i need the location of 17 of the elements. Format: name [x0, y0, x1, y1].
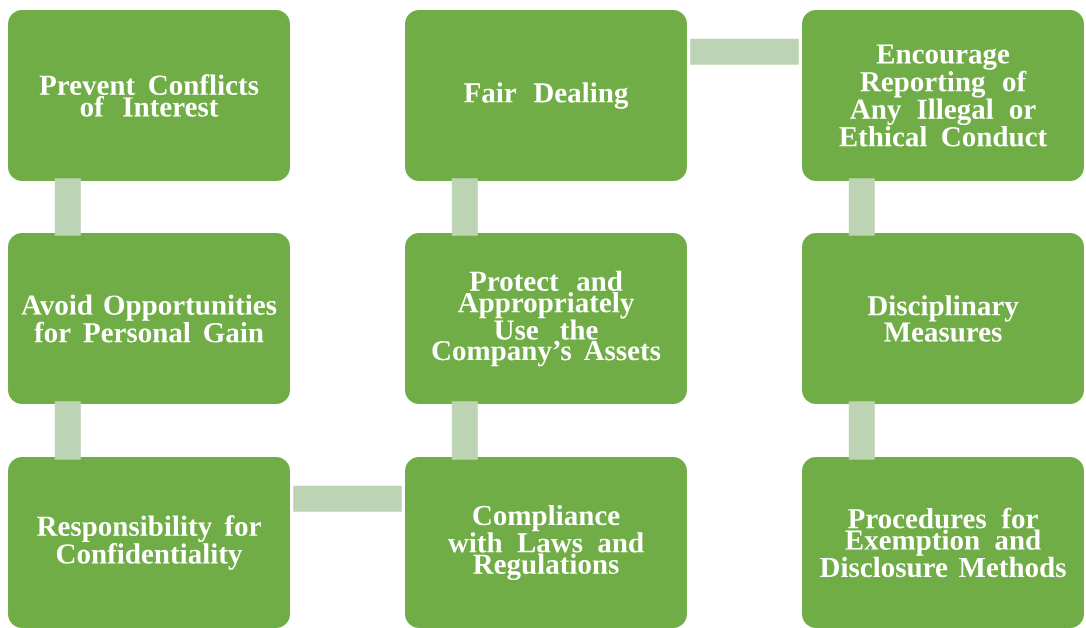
connector-bar — [293, 485, 402, 512]
connector-bar — [54, 178, 81, 236]
process-box: Disciplinary Measures — [802, 233, 1084, 404]
connector-bar — [848, 178, 875, 236]
connector-bar — [690, 38, 799, 65]
process-box: Avoid Opportunities for Personal Gain — [8, 233, 290, 404]
process-box: Encourage Reporting of Any Illegal or Ethical Conduct — [802, 10, 1084, 181]
process-box: Compliance with Laws and Regulations — [405, 457, 687, 628]
process-box: Responsibility for Confidentiality — [8, 457, 290, 628]
process-box: Protect and Appropriately Use the Company’s Assets — [405, 233, 687, 404]
connector-bar — [451, 178, 478, 236]
connector-bar — [54, 401, 81, 460]
process-box: Fair Dealing — [405, 10, 687, 181]
process-box: Prevent Conflicts of Interest — [8, 10, 290, 181]
connector-bar — [848, 401, 875, 460]
connector-bar — [451, 401, 478, 460]
process-box: Procedures for Exemption and Disclosure Methods — [802, 457, 1084, 628]
